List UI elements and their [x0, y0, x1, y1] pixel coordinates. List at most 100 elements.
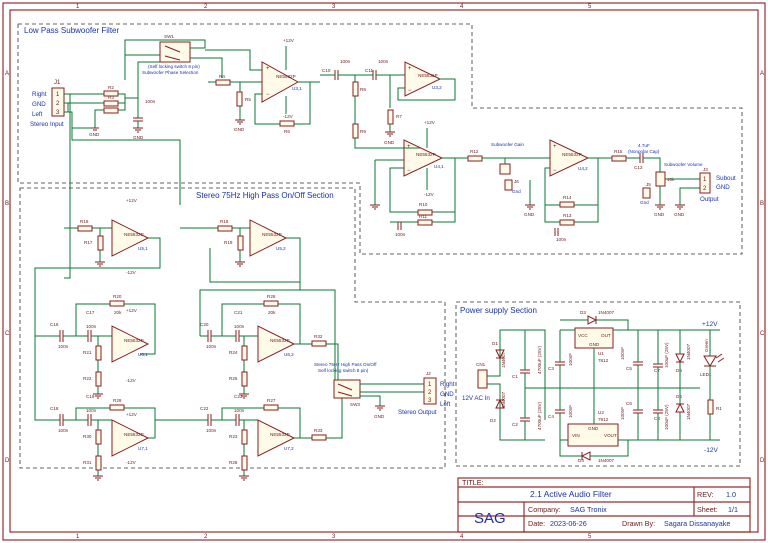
gnd-symbol-3 [385, 131, 395, 137]
j2-pin-3: 3 [428, 398, 432, 404]
gnd-label-7: GND [674, 212, 685, 217]
c7-c8-wires [594, 330, 700, 440]
c6-value: 100nF [620, 407, 625, 420]
c12-cap [397, 222, 402, 230]
r-sum-resistor [103, 107, 119, 114]
r28-label: R28 [229, 460, 238, 465]
u5-1-pos-rail: +12V [126, 198, 138, 203]
d2-diode [495, 398, 505, 409]
title-label: TITLE: [462, 478, 484, 487]
u7-1-opamp: NE5532P U7,1 +12V -12V [111, 412, 150, 465]
d3-label: D3 [580, 310, 586, 315]
u1-part: 7812 [598, 358, 609, 363]
u5-2-body [249, 219, 288, 257]
r6-label: R6 [284, 129, 290, 134]
r32-label: R32 [314, 334, 323, 339]
led1: LED1 Green [700, 339, 725, 377]
u7-2-wires [155, 396, 343, 476]
r7-label: R7 [396, 114, 402, 119]
u6-1-ref: U6,1 [138, 352, 148, 357]
j3-ref: J3 [703, 167, 708, 172]
gnd-label-1: GND [133, 135, 144, 140]
c10-value: 100n [340, 59, 351, 64]
j1-to-hp-wires [64, 94, 181, 279]
c19-label: C19 [86, 394, 95, 399]
gnd-j5-label: Gnd [640, 200, 649, 205]
rev-value: 1.0 [726, 490, 736, 499]
u1-gnd: GND [589, 342, 600, 347]
d6-label: D6 [676, 394, 682, 399]
u5-2-opamp: NE5532P U5,2 [249, 219, 288, 257]
u6-2-wires [200, 303, 339, 394]
u4-2-minus: − [553, 168, 557, 174]
led1-color: Green [704, 339, 709, 352]
c7-cap [653, 363, 663, 368]
pos12-label: +12V [702, 321, 718, 328]
d1-diode [495, 349, 505, 360]
j2-pin-2: 2 [428, 390, 432, 396]
c16-value: 100n [58, 344, 69, 349]
j3-body [699, 172, 711, 194]
r19-resistor [237, 235, 244, 251]
cn1-connector: CN1 12V AC In [462, 362, 490, 402]
u1-regulator: VCC OUT GND U1 7812 [574, 327, 614, 363]
c20-cap [207, 330, 212, 342]
sw3-contacts [337, 383, 353, 397]
grid-row-a-right: A [760, 71, 764, 77]
c17-label: C17 [86, 310, 95, 315]
u6-1-neg-rail: -12V [126, 378, 137, 383]
r27-label: R27 [267, 398, 276, 403]
gnd-symbol-8 [95, 261, 105, 267]
r22-label: R22 [83, 376, 92, 381]
c20-value: 100n [206, 344, 217, 349]
j1-connector: J1 1 2 3 Right GND Left Stereo Input [30, 80, 65, 128]
c4-label: C4 [548, 414, 554, 419]
r18-label: R18 [220, 219, 229, 224]
sw1-ref: SW1 [164, 34, 174, 39]
r2-r3-wires [94, 93, 126, 128]
grid-col-1: 1 [76, 4, 80, 10]
r21-label: R21 [83, 350, 92, 355]
u6-1-wires [56, 303, 156, 394]
j2-body [423, 377, 437, 405]
c8-cap [653, 409, 663, 414]
u3-2-wires [397, 78, 456, 101]
gnd-symbol-13 [239, 475, 249, 481]
hp-feed-left [34, 278, 56, 421]
c10-label: C10 [322, 68, 331, 73]
u6-1-pos-rail: +12V [126, 308, 138, 313]
u4-2-part: NE5532P [562, 152, 582, 157]
r29-resistor [109, 404, 125, 411]
volume-pot[interactable] [655, 171, 666, 187]
sw1-switch[interactable]: SW1 (Self locking switch 8 pin) Subwoofe… [142, 34, 200, 75]
r11-label: R11 [419, 214, 428, 219]
d6-diode [675, 402, 685, 413]
u5-1-opamp: NE5532P U5,1 +12V -12V [111, 198, 150, 275]
gnd-symbol-6 [655, 204, 665, 210]
u2-wires [560, 388, 720, 441]
r16-resistor [77, 225, 93, 232]
r8-resistor [352, 81, 359, 97]
grid-col-3-bottom: 3 [332, 534, 336, 540]
c8-value: 100uF (25V) [664, 404, 669, 430]
grid-col-5-bottom: 5 [588, 534, 592, 540]
r13-resistor [559, 219, 575, 226]
title-block: TITLE: 2.1 Active Audio Filter REV: 1.0 … [457, 477, 751, 533]
u7-2-part: NE5532P [270, 432, 290, 437]
r15-c13-wires [626, 157, 661, 172]
j1-pin-1: 1 [56, 92, 60, 98]
c21-value: 100n [234, 324, 245, 329]
j3-connector: J3 1 2 Subout GND Output [699, 167, 736, 203]
gain-pot[interactable] [499, 163, 511, 175]
j1-ref: J1 [54, 80, 61, 86]
u5-1-body [111, 219, 150, 257]
gnd-label-5: GND [524, 212, 535, 217]
j1-label-left: Left [32, 111, 43, 118]
u4-1-opamp: NE5532P U4,1 + − +12V -12V [403, 120, 444, 197]
c11-value: 100n [378, 59, 389, 64]
sw3-switch[interactable]: SW3 Stereo 75Hz High Pass On/Off Self lo… [314, 362, 377, 407]
c11-label: C11 [365, 68, 374, 73]
r32-resistor [311, 340, 327, 347]
vol-label: Subwoofer Volume [664, 162, 703, 167]
